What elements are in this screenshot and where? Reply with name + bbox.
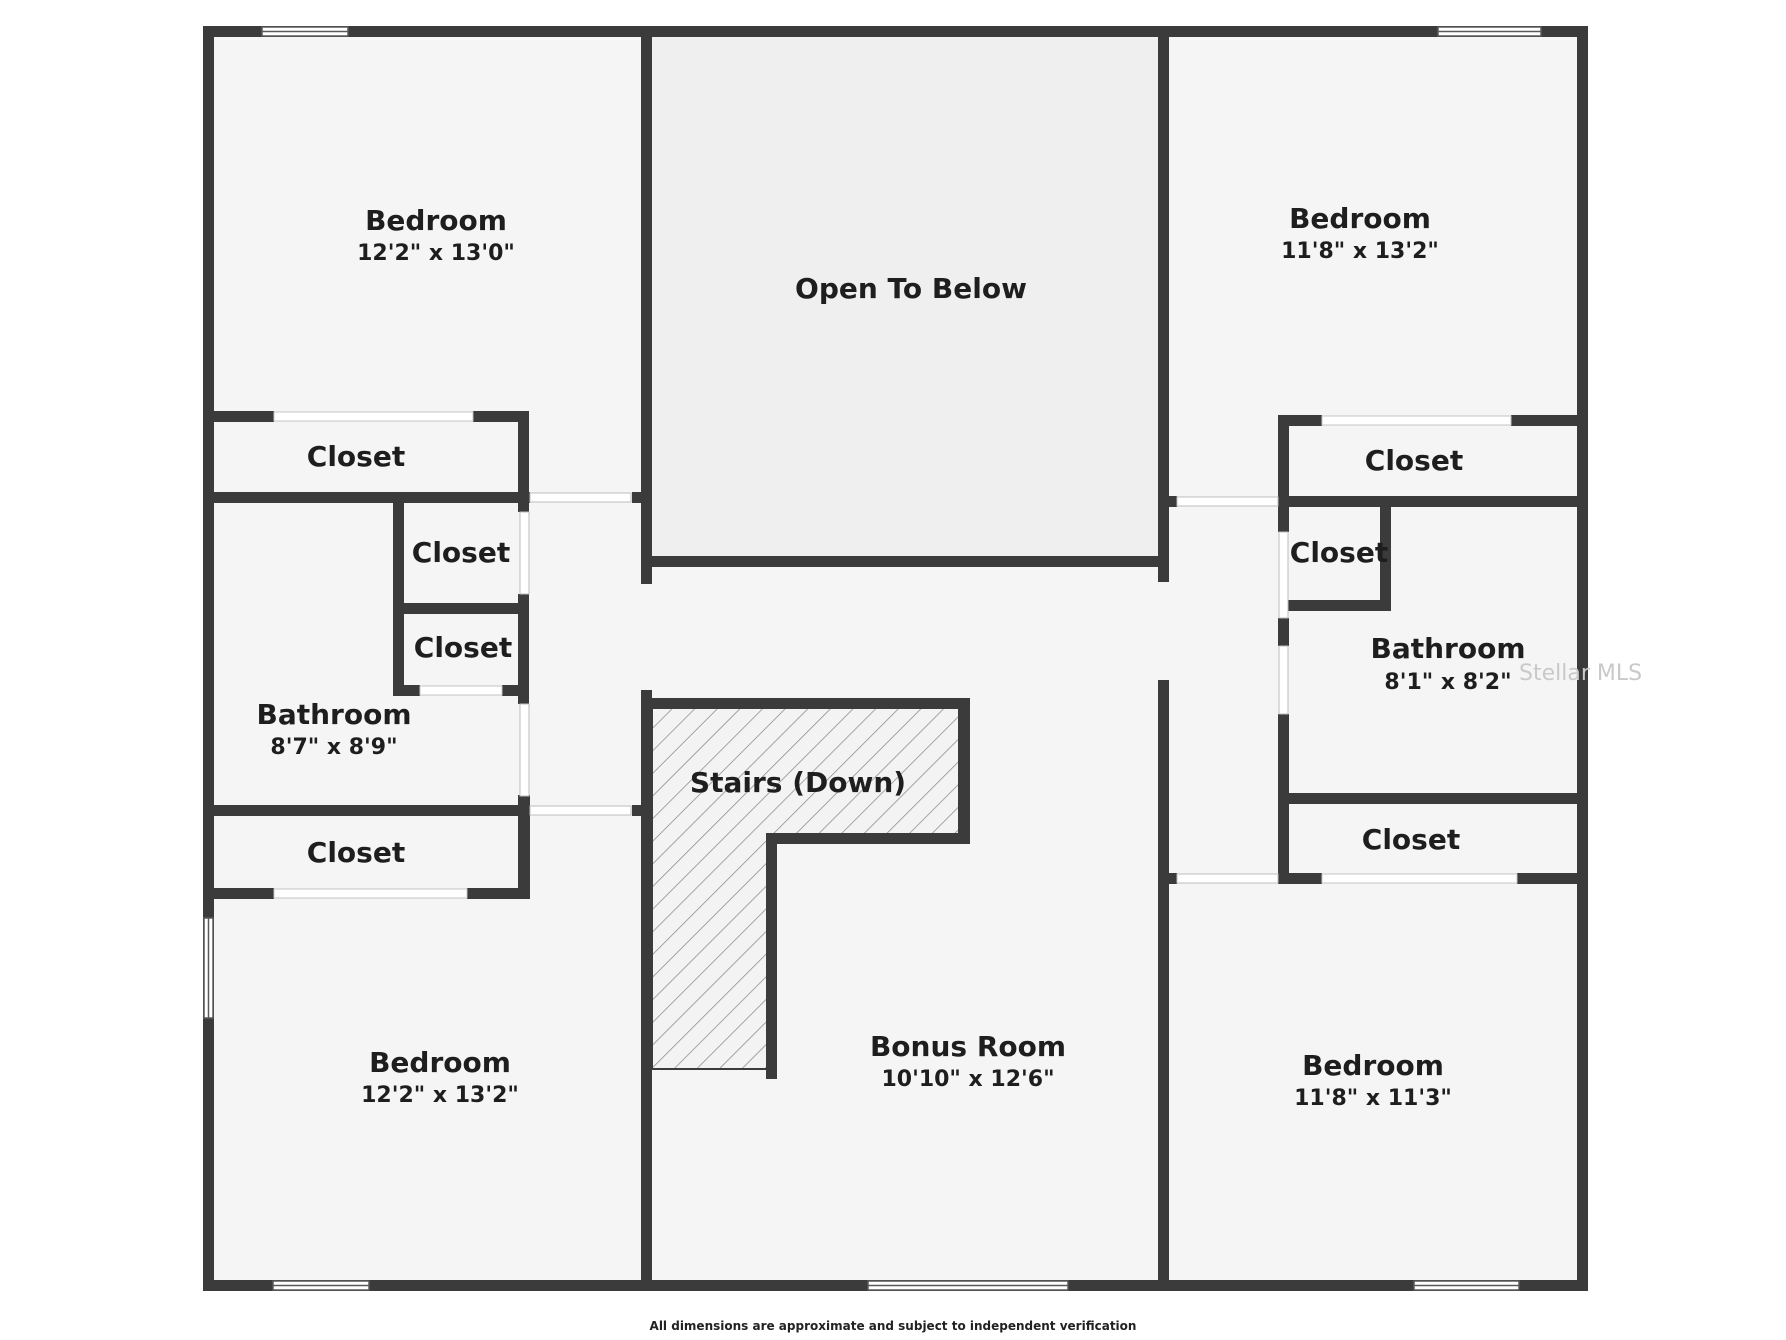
room-name-bathroom-left: Bathroom — [256, 698, 411, 731]
room-name-bedroom-top-left: Bedroom — [365, 204, 507, 237]
windows — [203, 26, 1542, 1291]
room-dims-bathroom-left: 8'7" x 8'9" — [270, 735, 397, 760]
room-name-closet-left-1: Closet — [307, 440, 405, 473]
room-name-closet-left-4: Closet — [307, 836, 405, 869]
watermark: Stellar MLS — [1519, 661, 1642, 686]
disclaimer-text: All dimensions are approximate and subje… — [649, 1319, 1137, 1333]
room-dims-bedroom-bottom-left: 12'2" x 13'2" — [361, 1083, 519, 1108]
room-dims-bonus-room: 10'10" x 12'6" — [881, 1067, 1054, 1092]
room-name-bedroom-top-right: Bedroom — [1289, 202, 1431, 235]
room-name-closet-right-3: Closet — [1362, 823, 1460, 856]
room-name-bedroom-bottom-right: Bedroom — [1302, 1049, 1444, 1082]
open-to-below-area — [652, 36, 1163, 559]
room-name-closet-left-2: Closet — [412, 536, 510, 569]
room-dims-bedroom-top-right: 11'8" x 13'2" — [1281, 239, 1439, 264]
closet-openings — [273, 411, 1518, 899]
room-name-open-to-below: Open To Below — [795, 272, 1027, 305]
room-name-closet-right-1: Closet — [1365, 444, 1463, 477]
room-dims-bathroom-right: 8'1" x 8'2" — [1384, 670, 1511, 695]
room-name-bedroom-bottom-left: Bedroom — [369, 1046, 511, 1079]
doorways — [519, 492, 1289, 884]
room-name-bathroom-right: Bathroom — [1370, 632, 1525, 665]
room-name-closet-left-3: Closet — [414, 631, 512, 664]
room-name-stairs: Stairs (Down) — [690, 766, 906, 799]
room-name-closet-right-2: Closet — [1290, 536, 1388, 569]
room-name-bonus-room: Bonus Room — [870, 1030, 1066, 1063]
room-dims-bedroom-bottom-right: 11'8" x 11'3" — [1294, 1086, 1452, 1111]
room-dims-bedroom-top-left: 12'2" x 13'0" — [357, 241, 515, 266]
